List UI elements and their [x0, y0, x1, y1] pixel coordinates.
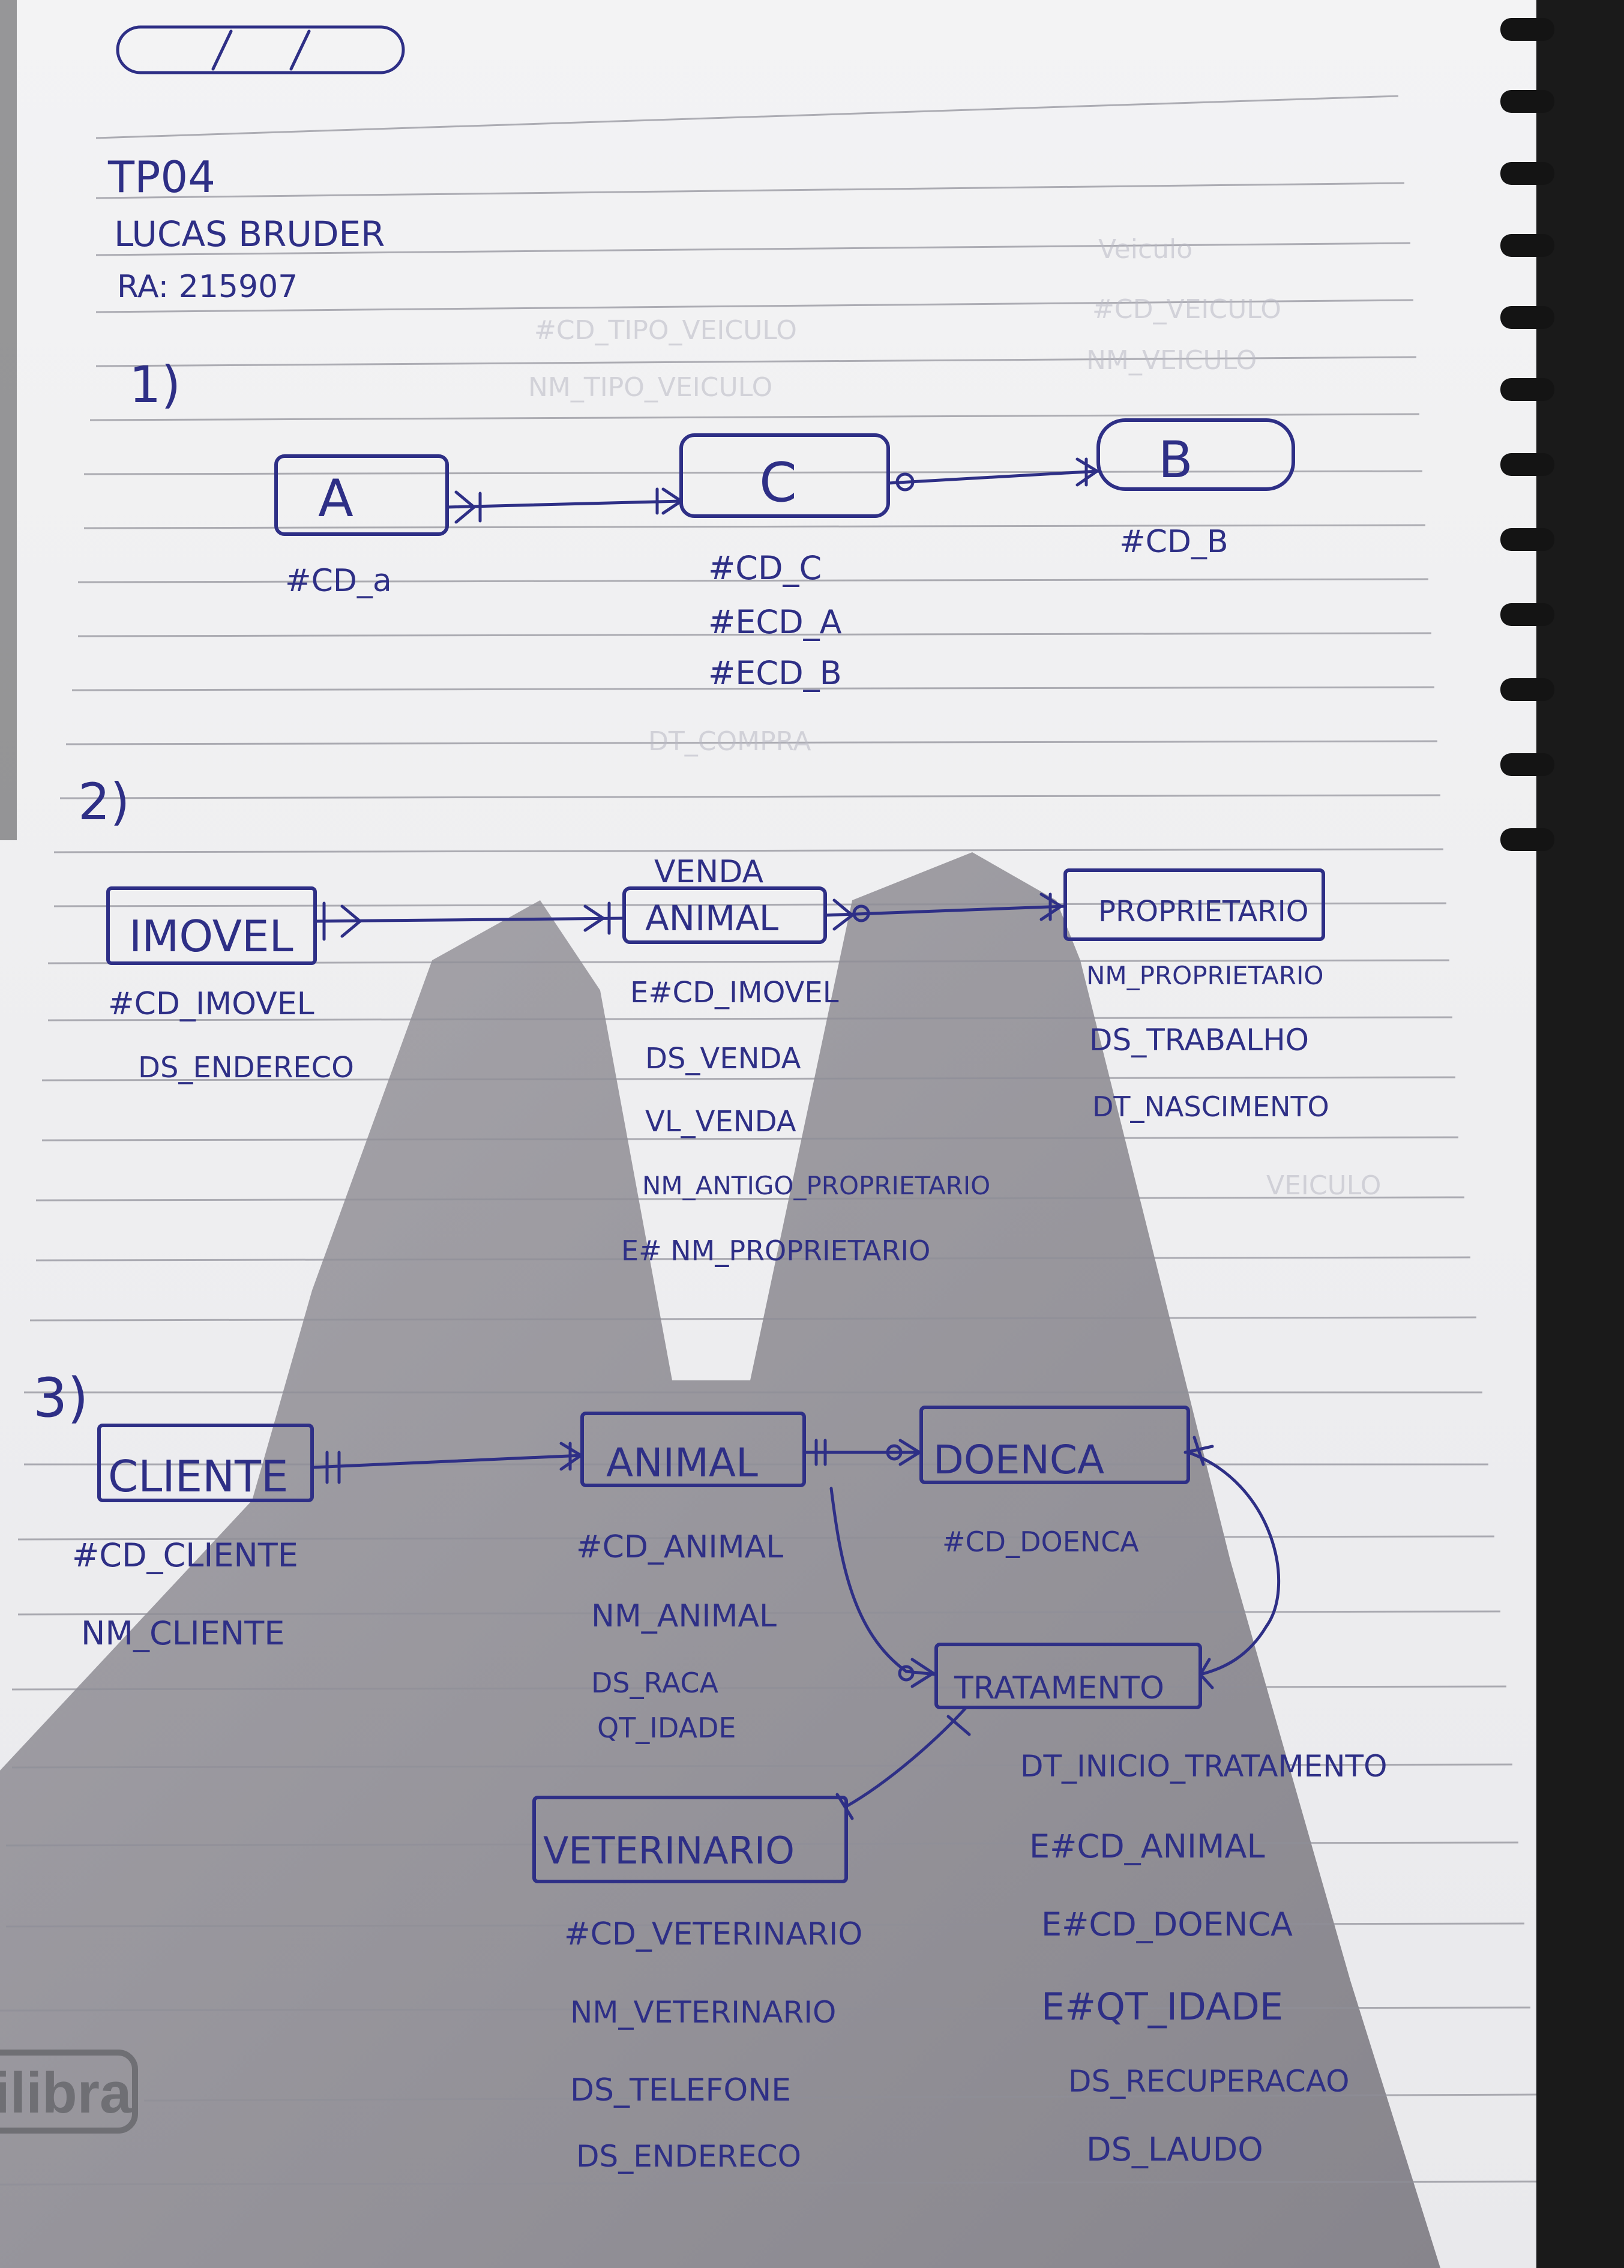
notebook-brand-logo: ilibra [0, 2050, 138, 2134]
q2-entity-imovel-attr-2: DS_ENDERECO [138, 1051, 354, 1084]
q3-entity-animal-name: ANIMAL [606, 1440, 758, 1486]
q3-entity-doenca-attr-1: #CD_DOENCA [942, 1526, 1139, 1558]
q2-entity-proprietario-attr-1: NM_PROPRIETARIO [1086, 961, 1323, 990]
q2-entity-imovel-name: IMOVEL [129, 911, 293, 961]
spiral-binding [1500, 18, 1554, 851]
header-ra: RA: 215907 [117, 269, 298, 305]
q3-entity-doenca: DOENCA #CD_DOENCA [919, 1406, 1190, 1558]
q2-entity-animal-attr-3: VL_VENDA [645, 1105, 796, 1139]
q3-entity-tratamento-attr-2: E#CD_ANIMAL [1029, 1827, 1265, 1865]
q3-entity-tratamento: TRATAMENTO DT_INICIO_TRATAMENTO E#CD_ANI… [934, 1643, 1387, 2168]
q1-entity-c-attr-1: #CD_C [708, 549, 822, 587]
svg-text:Veiculo: Veiculo [1098, 234, 1192, 265]
q1-label: 1) [129, 355, 181, 414]
q2-entity-proprietario-name: PROPRIETARIO [1098, 895, 1309, 928]
q3-entity-tratamento-attr-6: DS_LAUDO [1086, 2131, 1263, 2168]
q3-entity-cliente: CLIENTE #CD_CLIENTE NM_CLIENTE [72, 1424, 314, 1652]
q1-relationships [445, 457, 1100, 524]
q2-entity-animal-name: ANIMAL [645, 898, 778, 939]
q1-entity-c-attr-3: #ECD_B [708, 654, 842, 692]
q3-entity-animal-attr-3: DS_RACA [591, 1667, 718, 1699]
q3-entity-veterinario-attr-4: DS_ENDERECO [576, 2139, 801, 2174]
svg-text:DT_COMPRA: DT_COMPRA [648, 726, 811, 757]
svg-text:#CD_TIPO_VEICULO: #CD_TIPO_VEICULO [534, 315, 797, 346]
header-title: TP04 [107, 152, 215, 202]
q2-entity-animal-attr-5: E# NM_PROPRIETARIO [621, 1235, 930, 1267]
header-name: LUCAS BRUDER [114, 214, 385, 254]
ruled-lines [0, 95, 1537, 2186]
q3-entity-veterinario-attr-2: NM_VETERINARIO [570, 1995, 836, 2030]
q3-entity-tratamento-attr-1: DT_INICIO_TRATAMENTO [1020, 1749, 1387, 1784]
q3-entity-cliente-attr-1: #CD_CLIENTE [72, 1536, 298, 1574]
q1-entity-c-attr-2: #ECD_A [708, 603, 842, 641]
q1-entity-c-name: C [759, 451, 797, 514]
q2-relationship-label: VENDA [654, 854, 763, 890]
bleed-through-marks: Veiculo #CD_VEICULO NM_VEICULO #CD_TIPO_… [528, 234, 1381, 1201]
brand-label: ilibra [0, 2061, 132, 2125]
q3-entity-animal-attr-2: NM_ANIMAL [591, 1598, 777, 1634]
q3-entity-veterinario-name: VETERINARIO [543, 1829, 795, 1872]
q1-entity-b-attr: #CD_B [1119, 524, 1229, 560]
q3-entity-animal-attr-1: #CD_ANIMAL [576, 1529, 783, 1565]
q1-entity-b: B #CD_B [1096, 418, 1295, 560]
q3-entity-cliente-name: CLIENTE [108, 1451, 288, 1502]
q3-entity-tratamento-attr-5: DS_RECUPERACAO [1068, 2064, 1349, 2099]
svg-text:#CD_VEICULO: #CD_VEICULO [1092, 294, 1281, 325]
hand-shadow [0, 852, 1440, 2268]
left-dark-corner [0, 0, 17, 840]
q1-entity-a: A #CD_a [274, 454, 449, 599]
q2-entity-proprietario-attr-3: DT_NASCIMENTO [1092, 1090, 1329, 1123]
q3-entity-cliente-attr-2: NM_CLIENTE [81, 1614, 284, 1652]
q2-entity-animal-attr-1: E#CD_IMOVEL [630, 976, 839, 1009]
q3-label: 3) [33, 1367, 88, 1430]
q3-entity-veterinario-attr-1: #CD_VETERINARIO [564, 1916, 862, 1952]
q3-entity-tratamento-attr-3: E#CD_DOENCA [1041, 1906, 1293, 1943]
q2-entity-animal-attr-4: NM_ANTIGO_PROPRIETARIO [642, 1171, 990, 1200]
dark-edge [1536, 0, 1624, 2268]
svg-text:NM_VEICULO: NM_VEICULO [1086, 345, 1257, 376]
q2-entity-imovel-attr-1: #CD_IMOVEL [108, 986, 314, 1022]
q3-entity-veterinario-attr-3: DS_TELEFONE [570, 2072, 791, 2108]
q2-label: 2) [78, 772, 130, 831]
q3-entity-veterinario: VETERINARIO #CD_VETERINARIO NM_VETERINAR… [532, 1796, 862, 2174]
q3-relationships [310, 1436, 1281, 1820]
header-date-oval [116, 25, 405, 74]
svg-text:NM_TIPO_VEICULO: NM_TIPO_VEICULO [528, 372, 772, 403]
q1-entity-a-attr: #CD_a [285, 563, 392, 599]
q1-entity-a-name: A [318, 469, 353, 529]
q3-entity-animal: ANIMAL #CD_ANIMAL NM_ANIMAL DS_RACA QT_I… [576, 1412, 806, 1744]
q2-entity-imovel: IMOVEL #CD_IMOVEL DS_ENDERECO [106, 886, 354, 1084]
q2-entity-animal-attr-2: DS_VENDA [645, 1042, 801, 1075]
q1-entity-b-name: B [1158, 430, 1193, 489]
q1-entity-c: C #CD_C #ECD_A #ECD_B [679, 433, 890, 692]
q2-entity-proprietario: PROPRIETARIO NM_PROPRIETARIO DS_TRABALHO… [1063, 868, 1329, 1123]
q3-entity-tratamento-name: TRATAMENTO [954, 1670, 1164, 1706]
q3-entity-animal-attr-4: QT_IDADE [597, 1712, 736, 1744]
q3-entity-tratamento-attr-4: E#QT_IDADE [1041, 1985, 1283, 2029]
svg-text:VEICULO: VEICULO [1266, 1170, 1381, 1201]
q2-relationships [313, 892, 1067, 941]
q2-entity-proprietario-attr-2: DS_TRABALHO [1089, 1023, 1309, 1057]
q2-entity-animal: ANIMAL E#CD_IMOVEL DS_VENDA VL_VENDA NM_… [621, 886, 990, 1267]
q3-entity-doenca-name: DOENCA [933, 1437, 1104, 1483]
